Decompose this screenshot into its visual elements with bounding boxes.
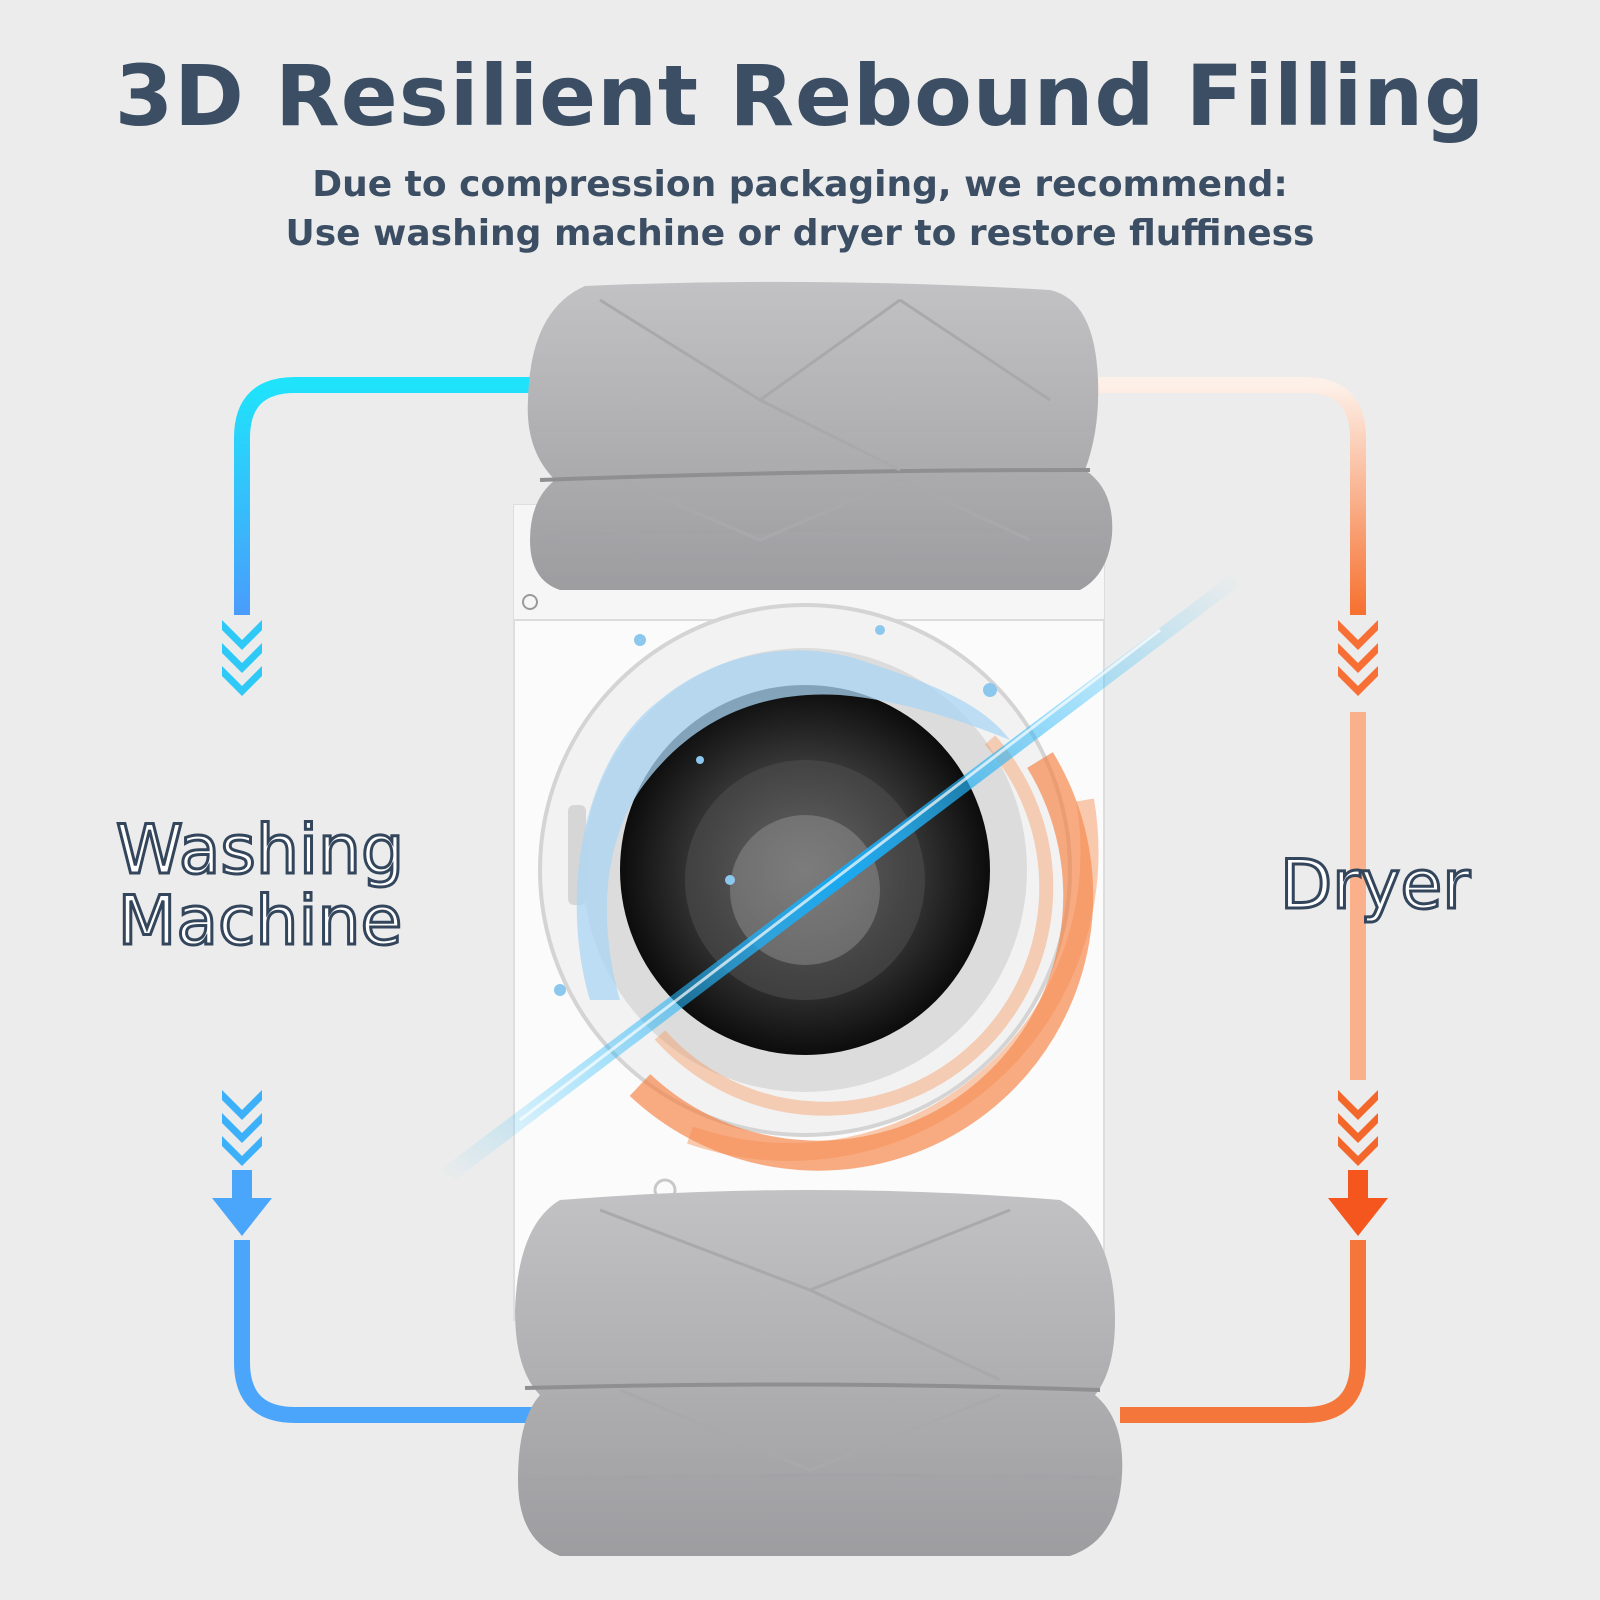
washing-machine-label-line-2: Machine <box>116 882 404 962</box>
chevron-down-icon <box>1338 620 1378 696</box>
chevron-down-icon <box>212 1090 272 1236</box>
washing-flow-line <box>234 377 560 1423</box>
dryer-label: Dryer <box>1278 846 1471 925</box>
folded-comforter-bottom <box>515 1190 1123 1556</box>
page-title: 3D Resilient Rebound Filling <box>114 47 1486 145</box>
subtitle-line-2: Use washing machine or dryer to restore … <box>285 213 1315 254</box>
chevron-down-icon <box>1328 1090 1388 1236</box>
subtitle-line-1: Due to compression packaging, we recomme… <box>312 164 1288 205</box>
folded-comforter-top <box>527 281 1113 590</box>
washing-machine-label-line-1: Washing <box>114 811 405 890</box>
washing-machine-label: Washing Machine <box>80 811 440 962</box>
dryer-flow-line <box>1085 377 1366 1423</box>
chevron-down-icon <box>222 620 262 696</box>
